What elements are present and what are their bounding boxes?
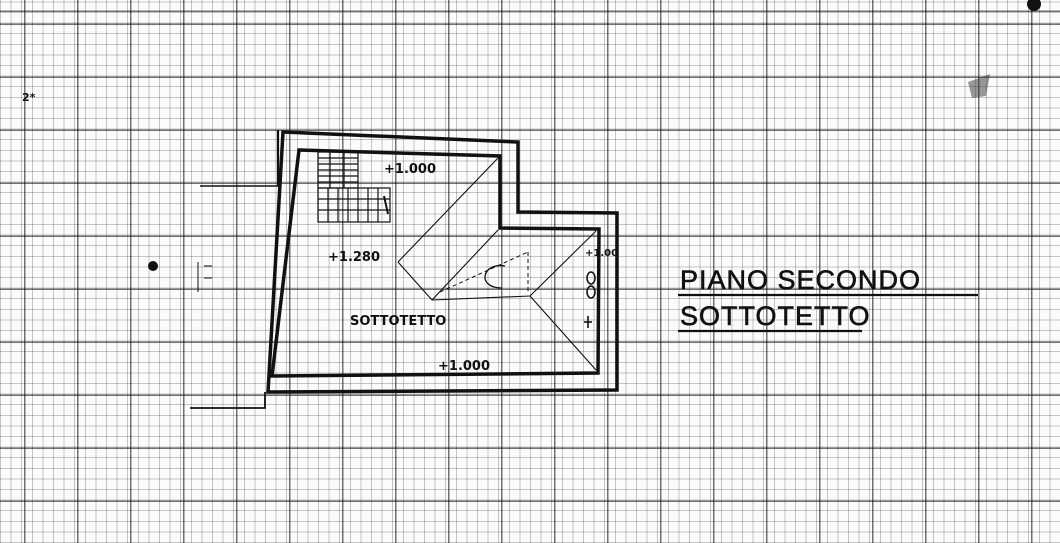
corner-blot: [1027, 0, 1041, 11]
wall-step-bottom-left: [190, 392, 266, 409]
skylight-mark: [484, 265, 506, 289]
corner-mark: 2*: [22, 91, 36, 104]
outer-wall: [266, 130, 619, 394]
left-tick-marks: [197, 262, 212, 292]
inner-wall: [270, 148, 601, 378]
right-vent: [584, 271, 596, 328]
level-left-label: +1.280: [328, 250, 380, 265]
drawing-title-line1: PIANO SECONDO: [680, 265, 921, 295]
level-top-label: +1.000: [384, 162, 436, 177]
roof-lines: [397, 157, 597, 371]
room-label: SOTTOTETTO: [350, 314, 446, 329]
level-bottom-label: +1.000: [438, 359, 490, 374]
staircase: [317, 151, 391, 223]
roof-dashed-lines: [439, 251, 529, 293]
right-smudge: [968, 74, 990, 98]
left-dot-mark: [148, 261, 158, 271]
level-right-label: +1.00: [585, 248, 618, 259]
drawing-title-line2: SOTTOTETTO: [680, 301, 871, 331]
